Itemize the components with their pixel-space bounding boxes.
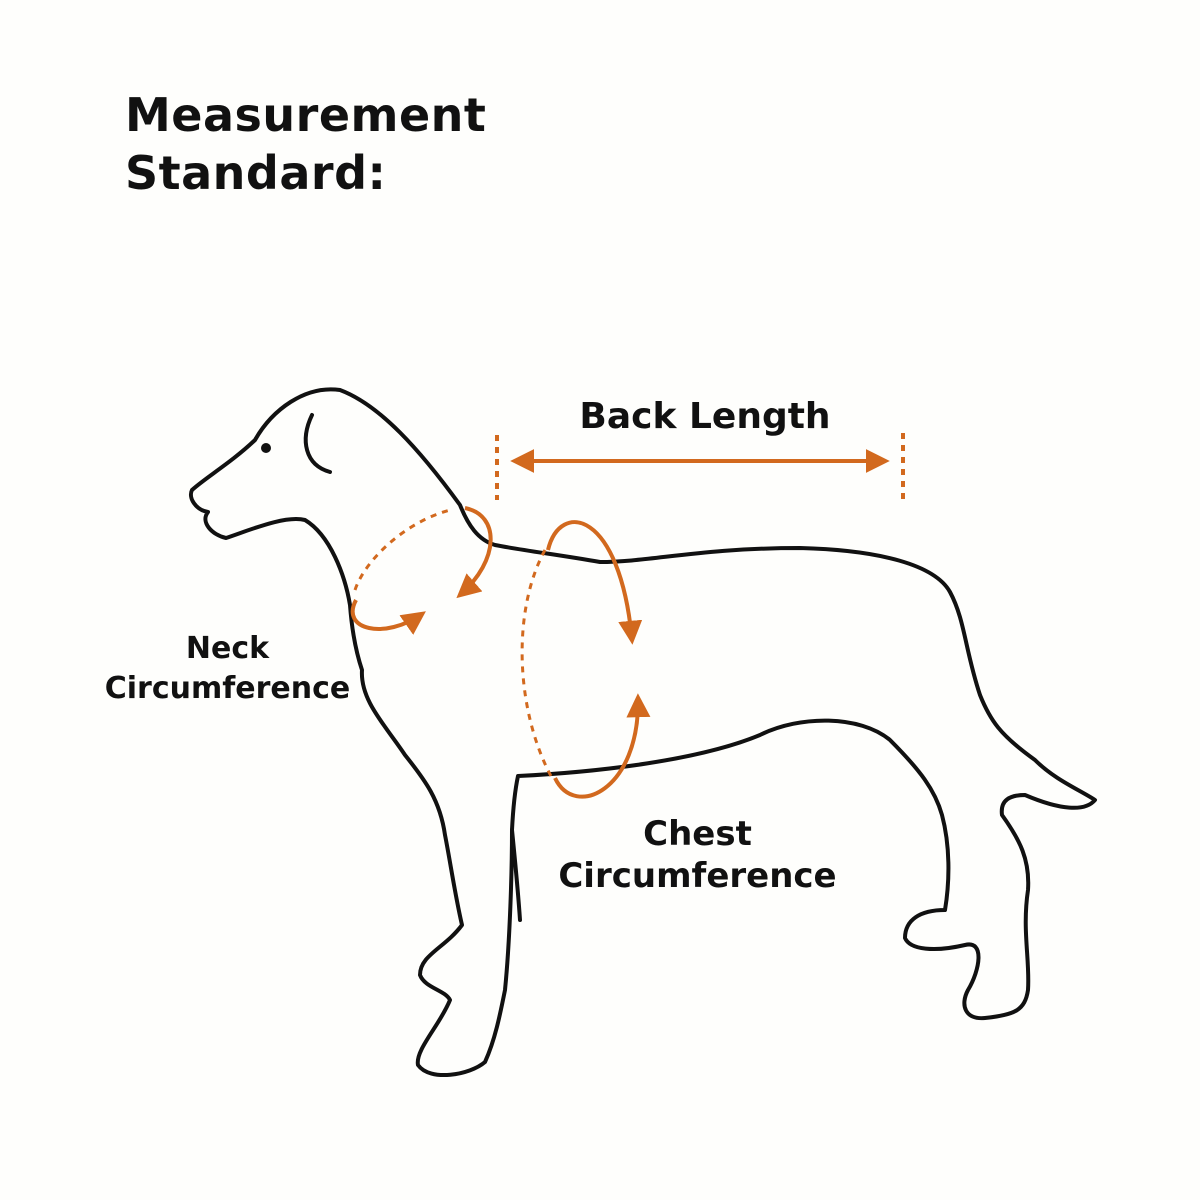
chest-circumference-measure (520, 520, 651, 799)
dog-body-outline (189, 387, 1097, 1078)
neck-label-line-1: Neck (185, 631, 270, 666)
dog-ear (303, 413, 332, 474)
back-length-measure (495, 433, 905, 500)
chest-arrow-lower (553, 693, 651, 799)
neck-circumference-measure (350, 506, 493, 635)
neck-dashed-loop (353, 508, 451, 591)
front-leg-inner (510, 828, 522, 922)
dog-outline (189, 387, 1097, 1078)
chest-label-line-2: Circumference (558, 856, 837, 896)
neck-label-line-2: Circumference (104, 671, 351, 706)
chest-label-line-1: Chest (643, 814, 752, 854)
dog-eye (261, 443, 271, 453)
chest-arrow-upper (546, 520, 643, 645)
title-line-1: Measurement (125, 88, 487, 142)
chest-dashed-loop (520, 549, 554, 779)
neck-arrow-upper (456, 506, 493, 599)
neck-arrow-lower (350, 599, 426, 635)
back-length-label: Back Length (579, 396, 831, 437)
title-line-2: Standard: (125, 146, 387, 200)
